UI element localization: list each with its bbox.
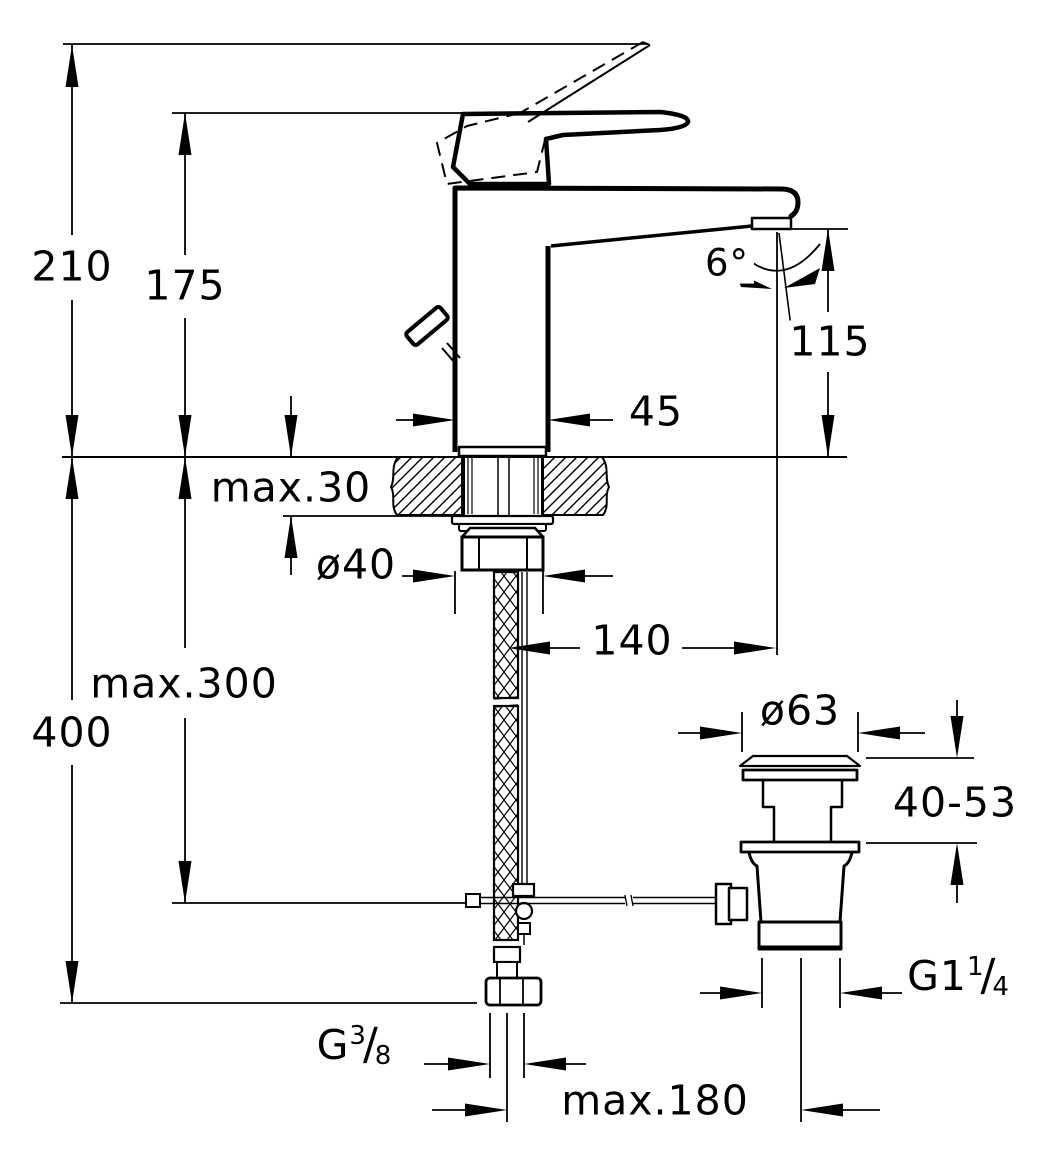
faucet-handle — [436, 41, 691, 187]
dim-label-hose-length: max.300 — [85, 662, 283, 706]
dim-label-waste-thread: G11∕4 — [902, 949, 1014, 1002]
dim-label-waste-flange: ø63 — [754, 689, 846, 733]
dim-label-spout-reach: 140 — [586, 619, 678, 663]
dim-label-spout-angle: 6° — [699, 244, 755, 284]
dim-label-body-width: 45 — [623, 390, 689, 434]
drain-waste-assembly — [714, 754, 862, 951]
supply-hose — [484, 570, 543, 1007]
dim-label-overall-height: 210 — [26, 245, 118, 289]
supply-thread-denominator: 8 — [374, 1040, 392, 1071]
pop-up-knob — [404, 304, 461, 364]
dim-label-spout-height: 115 — [784, 320, 876, 364]
dimension-arrowheads — [65, 45, 964, 1117]
dim-label-hole-diameter: ø40 — [310, 543, 402, 587]
dim-label-waste-range: 40-53 — [887, 781, 1023, 825]
dim-label-rod-reach: max.180 — [556, 1079, 754, 1123]
supply-thread-prefix: G — [316, 1020, 350, 1069]
dim-label-handle-top-height: 175 — [139, 264, 231, 308]
fraction-slash: ∕ — [362, 1018, 378, 1070]
pop-up-rod-linkage — [465, 572, 716, 945]
fraction-slash: ∕ — [980, 949, 996, 1001]
supply-thread-numerator: 3 — [349, 1020, 366, 1051]
countertop-section — [389, 456, 611, 516]
mounting-hardware — [450, 458, 555, 572]
waste-thread-prefix: G1 — [907, 951, 967, 1000]
dim-label-reach-below: 400 — [26, 711, 118, 755]
waste-thread-denominator: 4 — [992, 971, 1009, 1002]
dim-label-supply-thread: G3∕8 — [311, 1018, 397, 1071]
dim-label-deck-thickness: max.30 — [205, 466, 377, 510]
waste-thread-numerator: 1 — [966, 951, 984, 982]
